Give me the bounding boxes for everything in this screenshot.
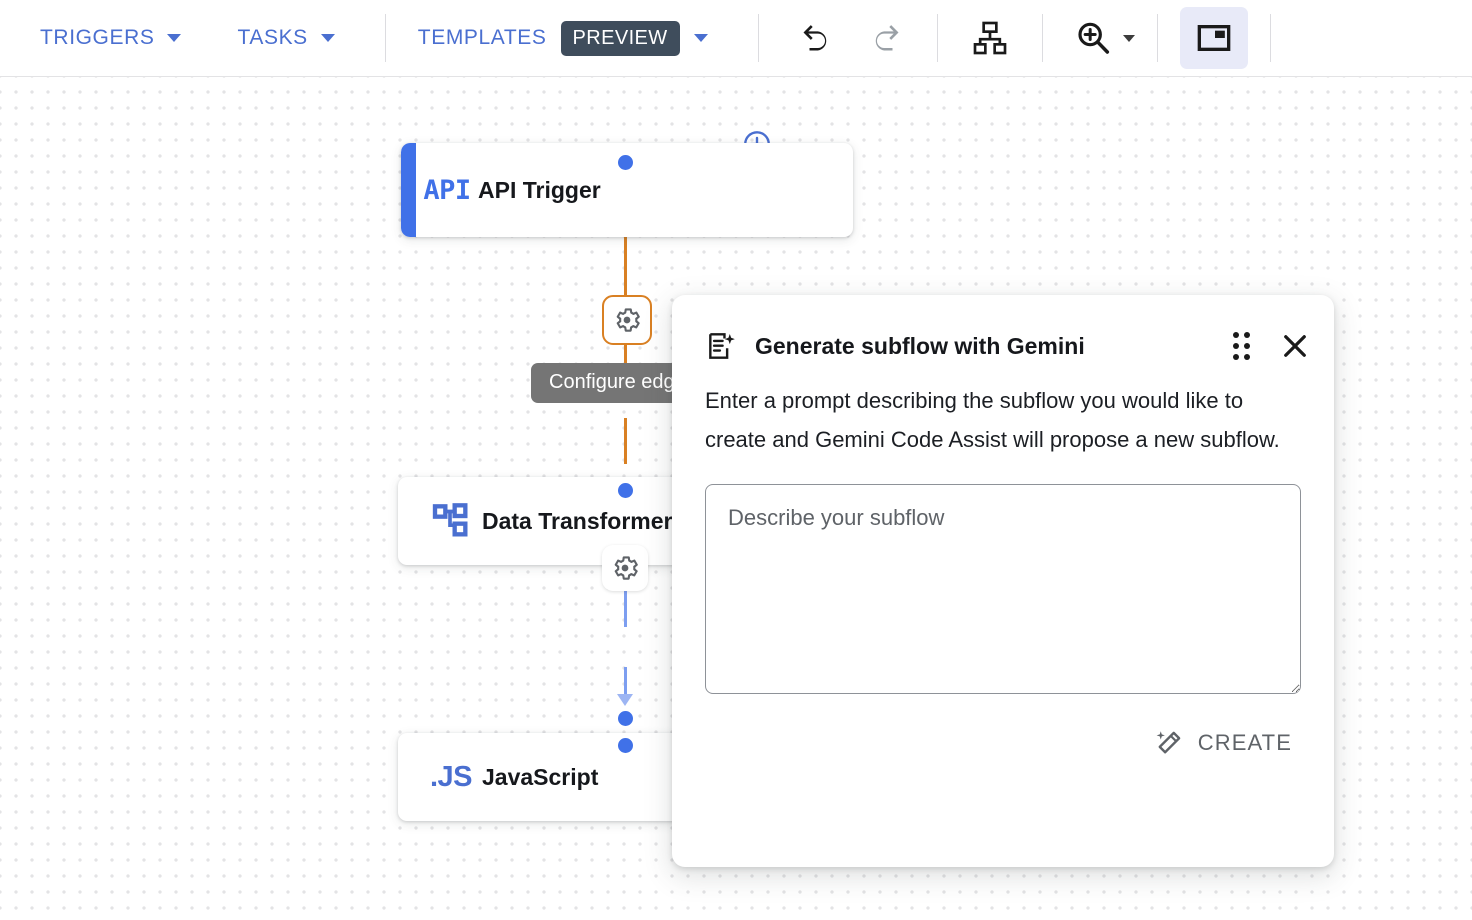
menu-templates-label: TEMPLATES	[417, 26, 547, 49]
zoom-button[interactable]	[1065, 10, 1135, 66]
create-button[interactable]: CREATE	[1144, 720, 1302, 766]
edge-arrow-icon	[617, 694, 633, 706]
undo-button[interactable]	[789, 10, 845, 66]
node-title-data-transformer: Data Transformer	[482, 507, 673, 534]
chevron-down-icon	[693, 34, 708, 42]
zoom-in-icon	[1077, 22, 1109, 54]
top-toolbar: TRIGGERS TASKS TEMPLATES PREVIEW	[0, 0, 1472, 77]
data-transform-icon	[432, 503, 468, 537]
gear-icon	[614, 556, 638, 580]
chevron-down-icon	[167, 34, 182, 42]
generate-subflow-panel: Generate subflow with Gemini Enter a pro…	[672, 295, 1334, 867]
node-api-trigger[interactable]: API API Trigger	[401, 143, 853, 237]
toolbar-divider-2	[757, 14, 759, 62]
undo-icon	[803, 25, 826, 51]
close-icon	[1284, 335, 1306, 357]
magic-wand-icon	[1156, 731, 1181, 754]
subflow-description-input[interactable]	[705, 484, 1301, 694]
flow-canvas[interactable]: API API Trigger Configure edge Data Tran…	[0, 77, 1472, 920]
port-javascript-in[interactable]	[618, 711, 633, 726]
edge-transformer-to-js-seg2[interactable]	[624, 667, 627, 695]
toolbar-divider-4	[1041, 14, 1043, 62]
edge-api-to-transformer-lower[interactable]	[624, 418, 627, 464]
picture-in-picture-icon	[1197, 24, 1230, 52]
close-button[interactable]	[1280, 331, 1310, 361]
toggle-panel-button[interactable]	[1179, 7, 1248, 69]
node-icon-data-transformer	[420, 501, 482, 541]
panel-title: Generate subflow with Gemini	[755, 332, 1085, 359]
configure-edge-button-2[interactable]	[602, 545, 648, 591]
menu-tasks-label: TASKS	[237, 26, 308, 49]
menu-triggers[interactable]: TRIGGERS	[0, 0, 209, 76]
node-icon-javascript: .JS	[420, 761, 482, 794]
panel-description: Enter a prompt describing the subflow yo…	[705, 388, 1280, 452]
menu-triggers-label: TRIGGERS	[40, 26, 155, 49]
toolbar-divider-5	[1156, 14, 1158, 62]
redo-icon	[875, 25, 899, 51]
menu-templates[interactable]: TEMPLATES PREVIEW	[386, 0, 734, 76]
panel-header: Generate subflow with Gemini	[672, 317, 1334, 375]
chevron-down-icon	[320, 34, 335, 42]
node-title-api-trigger: API Trigger	[478, 176, 601, 203]
api-glyph: API	[423, 174, 471, 206]
preview-badge: PREVIEW	[560, 20, 680, 56]
toolbar-divider-6	[1269, 14, 1271, 62]
port-api-trigger-out[interactable]	[618, 155, 633, 170]
create-button-label: CREATE	[1197, 730, 1292, 755]
redo-button[interactable]	[857, 10, 913, 66]
edge-api-to-transformer[interactable]	[624, 161, 627, 377]
auto-layout-button[interactable]	[962, 10, 1018, 66]
node-title-javascript: JavaScript	[482, 763, 599, 790]
node-accent-bar	[401, 143, 416, 237]
org-chart-icon	[973, 21, 1006, 55]
js-glyph: .JS	[429, 760, 473, 793]
menu-tasks[interactable]: TASKS	[209, 0, 362, 76]
configure-edge-button-1[interactable]	[602, 295, 652, 345]
toolbar-divider-1	[384, 14, 386, 62]
panel-actions: CREATE	[672, 694, 1334, 766]
port-data-transformer-out[interactable]	[618, 483, 633, 498]
chevron-down-icon	[1122, 34, 1135, 42]
gear-icon	[616, 308, 640, 332]
drag-handle-icon[interactable]	[1233, 332, 1250, 360]
toolbar-divider-3	[936, 14, 938, 62]
port-javascript-out[interactable]	[618, 738, 633, 753]
node-icon-api: API	[416, 175, 478, 206]
document-sparkle-icon	[705, 330, 737, 362]
zoom-in-button[interactable]	[1065, 10, 1121, 66]
